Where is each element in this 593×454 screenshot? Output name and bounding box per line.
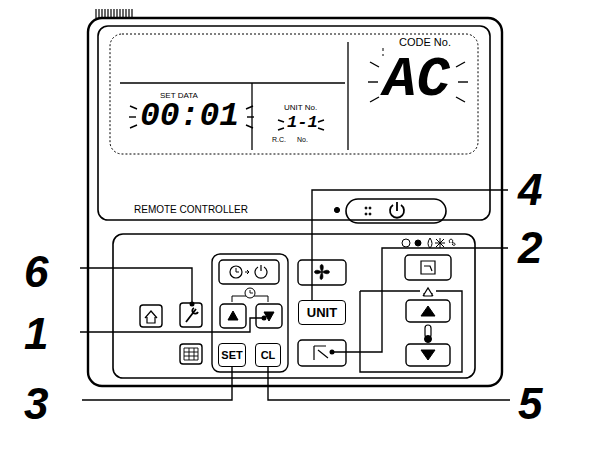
- panel-caption: REMOTE CONTROLLER: [134, 205, 248, 215]
- display-caption: UNIT No.: [284, 104, 317, 112]
- set-button: SET: [218, 343, 246, 367]
- button-label: CL: [261, 350, 276, 361]
- segment-readout: 00:01: [140, 100, 239, 133]
- segment-readout: AC: [383, 52, 450, 108]
- button-label: UNIT: [307, 306, 337, 319]
- unit-button: UNIT: [298, 300, 346, 325]
- display-caption: No.: [297, 136, 308, 143]
- callout-number: 3: [24, 382, 48, 426]
- callout-number: 2: [518, 226, 542, 270]
- display-caption: R.C.: [272, 136, 286, 143]
- display-caption: SET DATA: [160, 92, 198, 100]
- display-caption: CODE No.: [399, 37, 451, 48]
- segment-readout: 1-1: [287, 114, 318, 131]
- button-label: SET: [221, 350, 242, 361]
- callout-number: 4: [518, 168, 542, 212]
- cl-button: CL: [255, 343, 281, 367]
- callout-number: 5: [518, 382, 542, 426]
- callout-number: 1: [24, 312, 48, 356]
- callout-number: 6: [24, 250, 48, 294]
